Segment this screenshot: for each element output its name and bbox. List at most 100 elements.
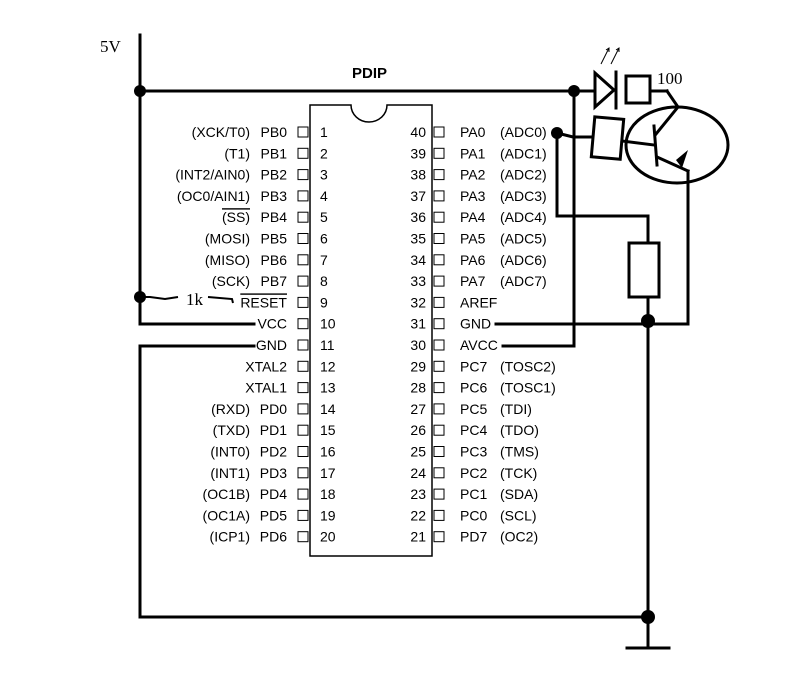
pin-pad [297, 360, 309, 372]
pin-pad [297, 147, 309, 159]
pin-name: PA1 [460, 145, 486, 161]
pin-number: 17 [320, 465, 336, 481]
pin-number: 20 [320, 529, 336, 545]
pin-pad [297, 296, 309, 308]
pin-alt-function: (TMS) [500, 444, 539, 460]
led-resistor [624, 74, 669, 105]
pin-alt-function: (ADC0) [500, 124, 547, 140]
pin-alt-function: (ADC7) [500, 273, 547, 289]
pin-number: 3 [320, 167, 328, 183]
transistor-collector [653, 104, 681, 137]
pin-name: PD7 [460, 529, 487, 545]
pin-row-35: 35 PA5 (ADC5) [410, 231, 546, 247]
pin-row-20: 20 PD6 (ICP1) [210, 529, 336, 545]
emitter-arrow-icon [676, 150, 688, 168]
pin-name: AREF [460, 294, 497, 310]
pin-name: PB5 [261, 231, 288, 247]
pin-pad [297, 446, 309, 457]
package-label: PDIP [352, 65, 387, 82]
pin-alt-function: (OC2) [500, 529, 538, 545]
pin-alt-function: (SCL) [500, 507, 537, 523]
led-resistor-body [624, 74, 652, 105]
pin-alt-function: (XCK/T0) [192, 124, 250, 140]
pin-alt-function: (ICP1) [210, 529, 250, 545]
pin-pad [297, 339, 309, 351]
pin-number: 13 [320, 380, 336, 396]
pin-alt-function: (ADC5) [500, 231, 547, 247]
pin-pad [297, 424, 309, 436]
light-arrows-icon [600, 47, 620, 65]
pin-number: 35 [410, 231, 426, 247]
junction-dot [551, 127, 563, 139]
pin-name: VCC [257, 316, 287, 332]
pin-name: PA0 [460, 124, 486, 140]
pin-name: PD6 [260, 529, 287, 545]
pin-name: PC4 [460, 422, 487, 438]
pin-name: PC7 [460, 358, 487, 374]
pin-name: PA5 [460, 231, 486, 247]
pin-alt-function: (SCK) [212, 273, 250, 289]
pin-number: 11 [320, 337, 335, 353]
pin-number: 4 [320, 188, 328, 204]
pin-pad [433, 126, 445, 138]
pin-pad [297, 233, 309, 244]
pin-number: 26 [410, 422, 426, 438]
pin-number: 18 [320, 486, 336, 502]
transistor-emitter [655, 155, 690, 173]
pin-name: RESET [240, 294, 287, 310]
pin-alt-function: (TOSC1) [500, 380, 556, 396]
pin-number: 22 [410, 507, 426, 523]
pin-pad [433, 509, 445, 521]
pin-name: PD5 [260, 507, 287, 523]
pin-name: PA7 [460, 273, 486, 289]
pin-alt-function: (ADC6) [500, 252, 547, 268]
pin-pad [433, 211, 445, 223]
pin-pad [433, 339, 445, 351]
pin-number: 15 [320, 422, 336, 438]
pin-alt-function: (TDO) [500, 422, 539, 438]
pin-name: PA6 [460, 252, 486, 268]
pin-alt-function: (MOSI) [205, 231, 250, 247]
pin-alt-function: (RXD) [211, 401, 250, 417]
wiring [138, 33, 690, 650]
pin-alt-function: (SS) [222, 209, 250, 225]
pin-pad [433, 360, 445, 372]
pin-pad [433, 169, 445, 181]
ic-body [309, 104, 433, 557]
pin-name: PA2 [460, 167, 486, 183]
junction-dot [568, 85, 580, 97]
pin-number: 25 [410, 444, 426, 460]
pin-pad [433, 382, 445, 394]
junction-dot [641, 610, 655, 624]
pin-number: 16 [320, 444, 336, 460]
left-pin-column: 1PB0(XCK/T0)2PB1(T1)3PB2(INT2/AIN0)4PB3(… [175, 124, 335, 545]
pin-number: 36 [410, 209, 426, 225]
pin-number: 28 [410, 380, 426, 396]
resistor-pull-down [627, 241, 661, 299]
pin-pad [297, 169, 309, 181]
sensor-resistor-body [589, 115, 626, 161]
led-triangle [593, 69, 617, 111]
pin-number: 23 [410, 486, 426, 502]
transistor-collector-wire [664, 88, 681, 110]
pin-pad [433, 254, 445, 266]
pin-name: PD0 [260, 401, 287, 417]
